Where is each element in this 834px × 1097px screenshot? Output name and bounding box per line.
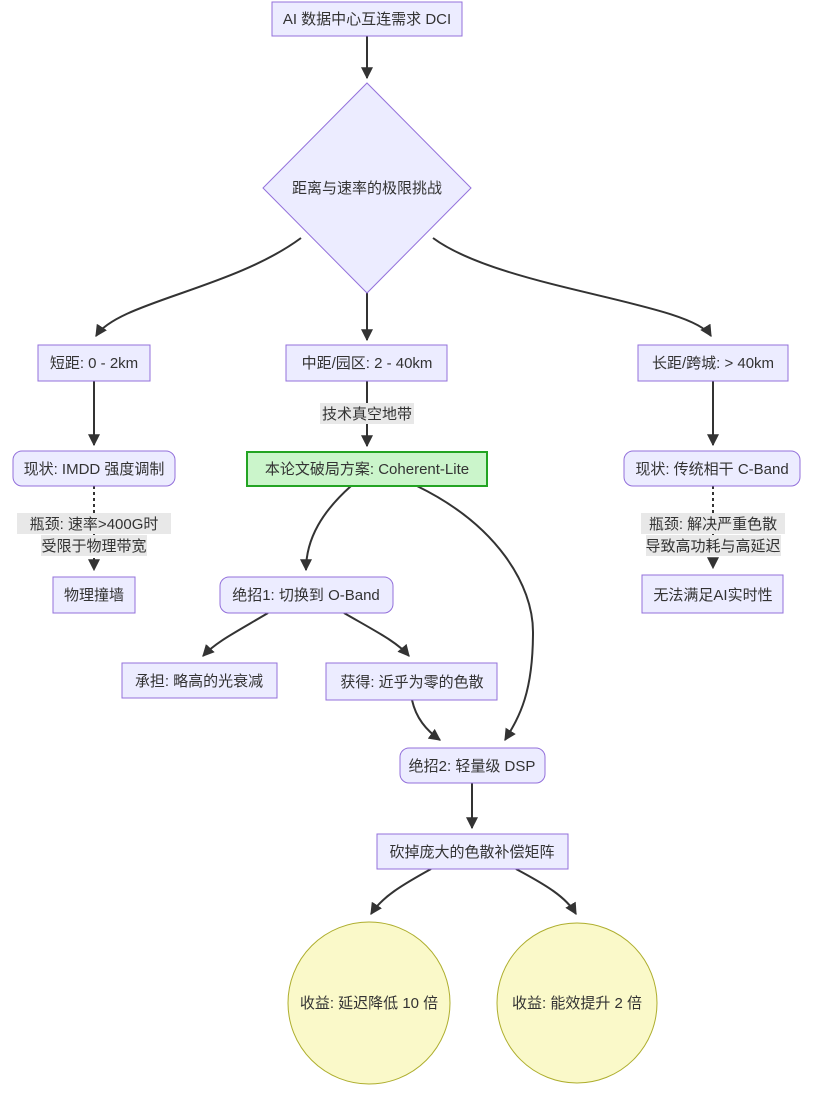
edge-trick1-cost — [202, 612, 269, 657]
node-shape — [399, 747, 546, 784]
edge-label-vacuum: 技术真空地带 — [320, 403, 414, 424]
node-label: 现状: IMDD 强度调制 — [24, 461, 165, 478]
edge-challenge-long — [432, 237, 712, 338]
edge-label-text: 瓶颈: 速率>400G时 — [30, 516, 159, 533]
edge-label-cband-bottleneck: 瓶颈: 解决严重色散 导致高功耗与高延迟 — [641, 513, 785, 556]
node-shape — [285, 344, 448, 382]
node-shape — [641, 574, 784, 614]
node-label: 无法满足AI实时性 — [653, 587, 772, 604]
node-shape — [637, 344, 789, 382]
node-energy: 收益: 能效提升 2 倍 — [496, 922, 658, 1084]
node-shape — [219, 576, 394, 614]
edge-label-bg — [646, 535, 781, 556]
node-label: 本论文破局方案: Coherent-Lite — [265, 460, 469, 478]
edge-label-imdd-bottleneck: 瓶颈: 速率>400G时 受限于物理带宽 — [17, 513, 171, 556]
node-shape — [271, 1, 463, 37]
node-wall: 物理撞墙 — [52, 576, 136, 614]
node-label: 绝招1: 切换到 O-Band — [232, 587, 380, 604]
edge-label-text: 瓶颈: 解决严重色散 — [649, 516, 777, 533]
node-shape — [52, 576, 136, 614]
edge-solution-trick1 — [300, 485, 352, 572]
node-short: 短距: 0 - 2km — [37, 344, 151, 382]
node-label: 获得: 近乎为零的色散 — [340, 674, 483, 691]
edge-trick1-gain — [343, 612, 410, 657]
edge-label-text: 技术真空地带 — [322, 405, 412, 423]
node-label: 承担: 略高的光衰减 — [135, 673, 263, 690]
node-trick1: 绝招1: 切换到 O-Band — [219, 576, 394, 614]
node-shape — [325, 662, 498, 701]
edge-label-text: 受限于物理带宽 — [41, 538, 146, 555]
node-label: AI 数据中心互连需求 DCI — [283, 11, 451, 28]
node-label: 长距/跨城: > 40km — [652, 355, 774, 372]
node-cost: 承担: 略高的光衰减 — [121, 662, 278, 699]
edge-label-bg — [641, 513, 785, 534]
node-cut: 砍掉庞大的色散补偿矩阵 — [376, 833, 569, 870]
node-realtime: 无法满足AI实时性 — [641, 574, 784, 614]
node-label: 物理撞墙 — [64, 586, 124, 604]
node-label: 现状: 传统相干 C-Band — [635, 461, 788, 478]
node-label: 短距: 0 - 2km — [50, 355, 138, 372]
edges — [88, 36, 719, 916]
edge-gain-trick2 — [411, 699, 441, 741]
node-latency: 收益: 延迟降低 10 倍 — [287, 921, 451, 1085]
edge-label-text: 导致高功耗与高延迟 — [645, 538, 780, 555]
node-label: 绝招2: 轻量级 DSP — [409, 758, 536, 775]
node-shape — [246, 451, 488, 487]
node-label: 中距/园区: 2 - 40km — [302, 355, 433, 372]
node-mid: 中距/园区: 2 - 40km — [285, 344, 448, 382]
edge-cut-latency — [370, 868, 432, 916]
node-shape — [37, 344, 151, 382]
edge-challenge-short — [95, 237, 302, 338]
node-shape — [121, 662, 278, 699]
edge-label-bg — [17, 513, 171, 534]
node-dci: AI 数据中心互连需求 DCI — [271, 1, 463, 37]
node-shape — [12, 450, 176, 487]
node-label: 收益: 能效提升 2 倍 — [512, 995, 642, 1012]
node-label: 距离与速率的极限挑战 — [292, 180, 442, 197]
node-solution: 本论文破局方案: Coherent-Lite — [246, 451, 488, 487]
node-challenge: 距离与速率的极限挑战 — [262, 82, 472, 294]
node-shape — [287, 921, 451, 1085]
edge-label-bg — [41, 535, 147, 556]
edge-cut-energy — [515, 868, 577, 916]
node-shape — [496, 922, 658, 1084]
node-imdd: 现状: IMDD 强度调制 — [12, 450, 176, 487]
node-shape — [376, 833, 569, 870]
node-gain: 获得: 近乎为零的色散 — [325, 662, 498, 701]
node-cband: 现状: 传统相干 C-Band — [623, 450, 801, 487]
node-shape — [262, 82, 472, 294]
node-long: 长距/跨城: > 40km — [637, 344, 789, 382]
edge-solution-trick2 — [416, 485, 535, 742]
node-label: 收益: 延迟降低 10 倍 — [300, 995, 438, 1012]
node-shape — [623, 450, 801, 487]
node-label: 砍掉庞大的色散补偿矩阵 — [389, 844, 554, 861]
edge-label-bg — [320, 403, 414, 424]
node-trick2: 绝招2: 轻量级 DSP — [399, 747, 546, 784]
